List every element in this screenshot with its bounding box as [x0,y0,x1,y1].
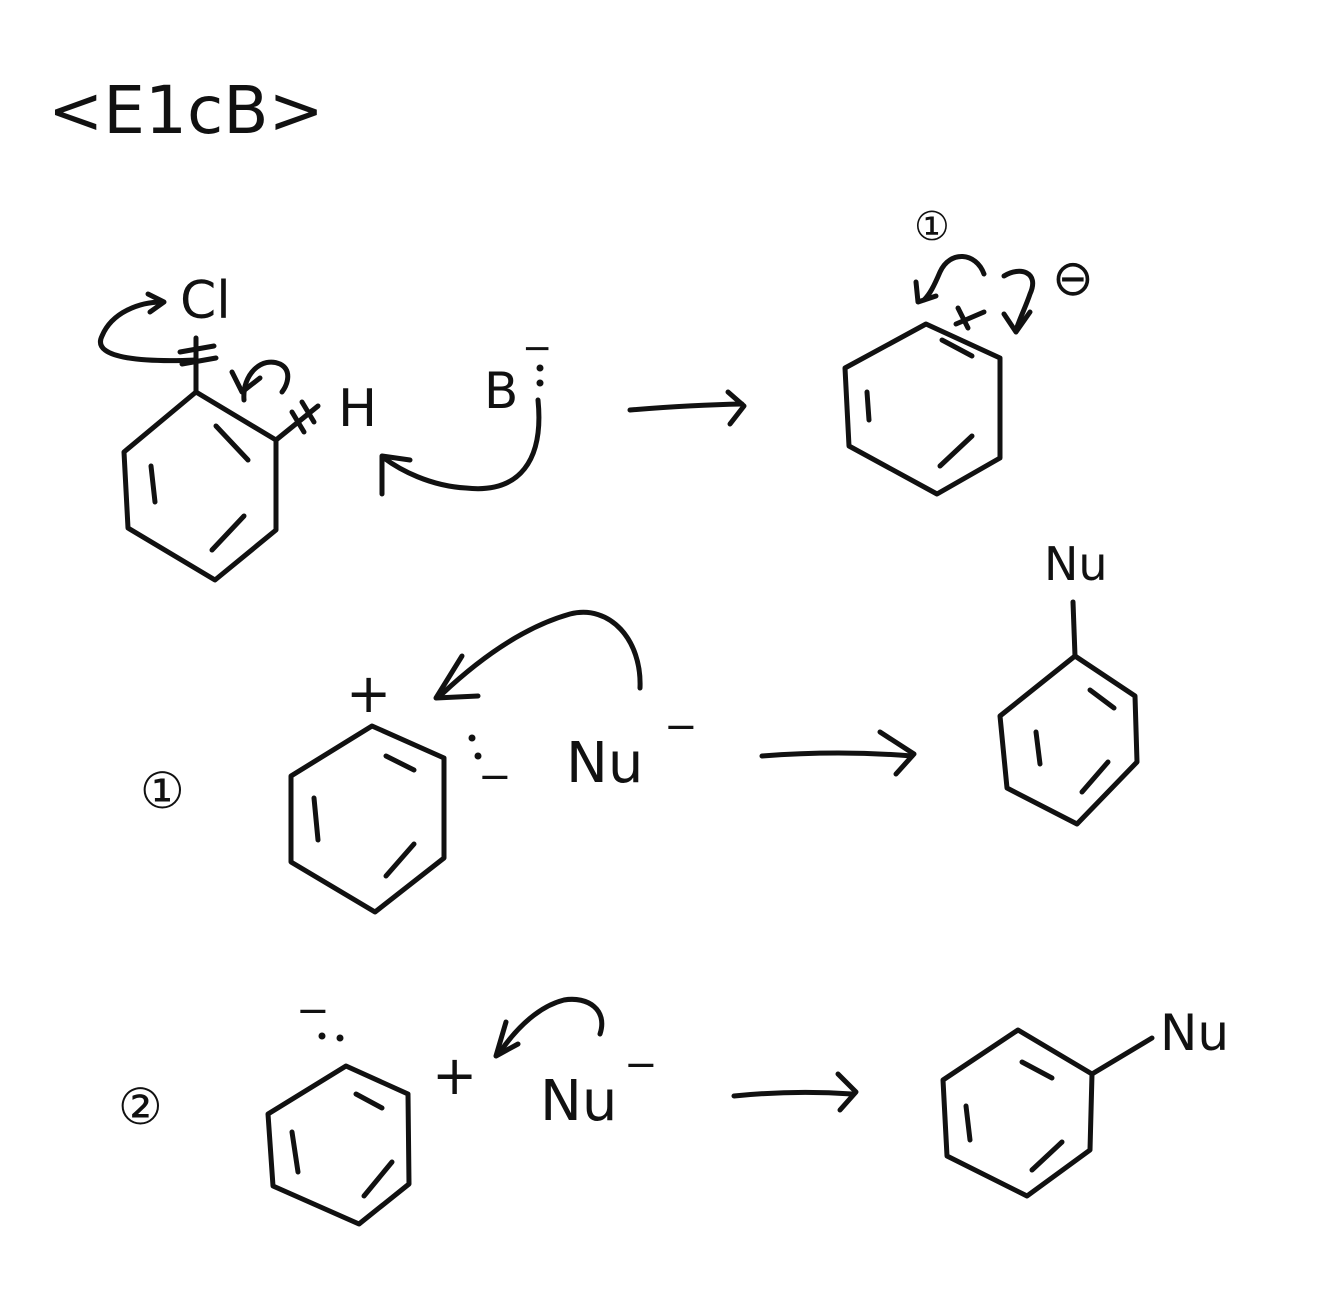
arrow-head [913,279,939,305]
benzene-ring [265,1063,412,1227]
path-1-reactant [288,723,447,915]
double-bond [939,337,975,359]
reaction-arrow [627,401,745,413]
base-label: B [484,362,518,420]
double-bond [1029,1139,1065,1173]
curved-arrow-base-attack [381,397,542,492]
arrow-head [493,1019,521,1059]
curved-arrow-path-2 [1001,269,1035,333]
benzene-ring [121,389,279,583]
double-bond [937,433,975,469]
cation-charge: + [432,1044,477,1107]
double-bond [1019,1059,1055,1081]
double-bond [383,841,417,879]
double-bond [864,389,872,423]
base-charge: − [522,328,552,369]
nucleophile-label: Nu [566,731,643,796]
benzene-ring [842,321,1003,497]
path-1-marker: ① [140,762,185,820]
path-1-label: ① [914,204,950,250]
reaction-arrow-head [877,729,917,777]
double-bond [353,1091,385,1111]
path-1-product [997,599,1140,827]
path-2-marker: ② [118,1078,163,1136]
chlorobenzene [121,335,321,583]
benzene-ring [997,653,1140,827]
lone-pair-dot [318,1032,326,1040]
arrow-head [145,291,167,315]
nucleophile-label: Nu [540,1069,617,1134]
product-substituent-label: Nu [1044,537,1108,591]
bond-break-mark [177,343,219,367]
arrow-head [1001,309,1033,335]
lone-pair-dot [536,379,544,387]
curved-arrow-nu-attack [497,996,605,1055]
hydrogen-label: H [338,379,377,439]
page-title: <E1cB> [48,72,324,149]
lone-pair-dot [336,1034,344,1042]
lone-pair-dot [468,734,476,742]
nucleophile-charge: − [664,704,698,750]
curved-arrow-path-1 [921,254,987,303]
reaction-arrow [731,1089,855,1099]
path-2-reactant [265,1063,412,1227]
arrow-head [379,453,413,497]
anion-charge: − [478,754,512,800]
arrow-head [433,653,481,701]
curved-arrow-cl-leaving [98,299,199,364]
double-bond [1087,687,1117,711]
c-nu-bond [1089,1035,1155,1077]
c-nu-bond [1070,599,1078,659]
double-bond [1033,729,1043,767]
double-bond [1079,759,1111,795]
reaction-arrow [759,750,915,759]
anion-charge: − [296,988,330,1034]
double-bond [213,423,251,463]
nucleophile-charge: − [624,1042,658,1088]
product-substituent-label: Nu [1160,1004,1229,1062]
benzene-ring [288,723,447,915]
double-bond [963,1103,973,1143]
reaction-arrow-head [835,1071,859,1113]
bond-break-mark [289,399,317,435]
double-bond [383,753,417,773]
double-bond [148,463,158,505]
arrow-head [229,369,263,395]
negative-charge: ⊖ [1052,249,1094,307]
bond-break-mark [953,305,987,331]
path-2-product [940,1027,1155,1199]
double-bond [209,513,247,553]
reaction-arrow-head [725,389,747,427]
curved-arrow-bond-shift [241,359,291,403]
double-bond [361,1159,395,1199]
curved-arrow-nu-attack [439,609,643,697]
aryl-anion [842,305,1003,497]
double-bond [289,1129,301,1175]
lone-pair-dot [536,364,544,372]
cation-charge: + [346,662,391,725]
leaving-group-label: Cl [180,271,231,331]
double-bond [311,795,321,843]
lone-pair-dot [474,752,482,760]
